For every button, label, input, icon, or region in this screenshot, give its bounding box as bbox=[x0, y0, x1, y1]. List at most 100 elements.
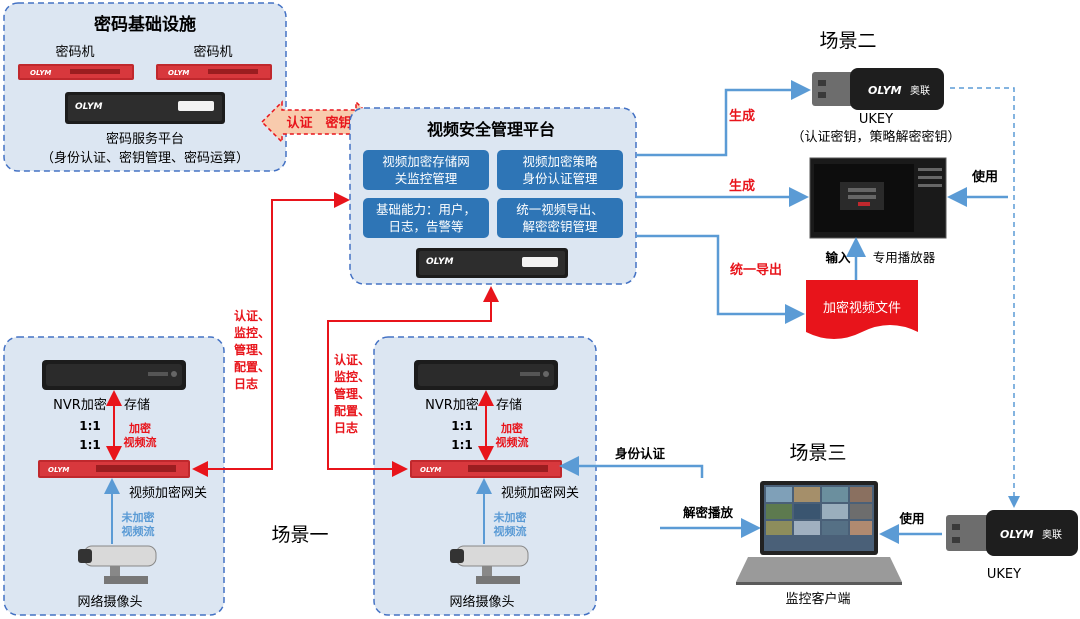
scene1-nvr-label: NVR加密 bbox=[53, 397, 107, 413]
platform-server-icon: OLYM bbox=[416, 248, 568, 278]
function-box-basic-line1: 基础能力：用户， bbox=[376, 202, 476, 217]
scene1-gateway-label: 视频加密网关 bbox=[129, 485, 207, 501]
arrow-generate-ukey bbox=[636, 80, 811, 157]
video-platform-title: 视频安全管理平台 bbox=[427, 120, 555, 139]
crypto-machine-right-icon: OLYM bbox=[156, 64, 272, 80]
encrypted-file-label: 加密视频文件 bbox=[823, 300, 901, 316]
block2-mgmt-4: 日志 bbox=[334, 420, 358, 435]
scene1-label: 场景一 bbox=[271, 524, 328, 546]
generate-label-1: 生成 bbox=[729, 108, 755, 124]
block2-enc-stream-1: 加密 bbox=[500, 421, 523, 435]
function-box-export-keys-line1: 统一视频导出、 bbox=[516, 202, 604, 217]
ukey-bottom-brand: OLYM bbox=[1000, 528, 1034, 541]
function-box-basic-line2: 日志，告警等 bbox=[388, 219, 463, 234]
brand-logo-platform: OLYM bbox=[426, 257, 454, 267]
generate-label-2: 生成 bbox=[729, 178, 755, 194]
scene1-mgmt-4: 日志 bbox=[234, 376, 258, 391]
dashed-ukey-link bbox=[950, 87, 1020, 508]
block2-plain-stream-2: 视频流 bbox=[494, 524, 527, 538]
arrow-auth-client-gateway bbox=[559, 456, 704, 478]
function-box-export-keys-line2: 解密密钥管理 bbox=[522, 219, 598, 234]
crypto-service-server-icon: OLYM bbox=[65, 92, 225, 124]
block2-ratio-1: 1:1 bbox=[451, 419, 473, 433]
ukey-icon-top: OLYM 奥联 bbox=[812, 68, 944, 110]
function-box-policy-auth-line1: 视频加密策略 bbox=[522, 154, 598, 169]
scene1-mgmt-0: 认证、 bbox=[234, 308, 270, 323]
auth-key-label: 认证 密钥 bbox=[286, 115, 351, 131]
infra-title: 密码基础设施 bbox=[94, 14, 196, 35]
crypto-machine-left-icon: OLYM bbox=[18, 64, 134, 80]
scene1-ratio-1: 1:1 bbox=[79, 419, 101, 433]
function-box-policy-auth-line2: 身份认证管理 bbox=[522, 171, 598, 186]
scene1-mgmt-text: 认证、 监控、 管理、 配置、 日志 bbox=[234, 308, 270, 391]
player-screen-icon bbox=[809, 157, 947, 239]
scene1-plain-stream-1: 未加密 bbox=[121, 510, 155, 524]
scene1-mgmt-3: 配置、 bbox=[234, 359, 270, 374]
svg-text:OLYM: OLYM bbox=[168, 69, 189, 77]
scene1-mgmt-1: 监控、 bbox=[234, 325, 270, 340]
function-box-gateway-monitor-line1: 视频加密存储网 bbox=[382, 154, 470, 169]
laptop-icon bbox=[736, 481, 902, 585]
client-label: 监控客户端 bbox=[785, 591, 850, 607]
scene3-label: 场景三 bbox=[789, 442, 846, 464]
use-label-top: 使用 bbox=[971, 169, 998, 185]
ukey-top-name: UKEY bbox=[859, 112, 893, 127]
mgmt-arrow-block2 bbox=[327, 286, 499, 477]
function-box-gateway-monitor-line2: 关监控管理 bbox=[395, 171, 458, 186]
block2-nvr-label: NVR加密 bbox=[425, 397, 479, 413]
block2-mgmt-2: 管理、 bbox=[334, 386, 370, 401]
infra-panel bbox=[3, 2, 287, 172]
input-label: 输入 bbox=[825, 250, 851, 265]
gateway-icon-scene1: OLYM bbox=[38, 460, 190, 478]
scene1-enc-stream-2: 视频流 bbox=[124, 435, 157, 449]
scene1-mgmt-2: 管理、 bbox=[234, 342, 270, 357]
scene1-ratio-2: 1:1 bbox=[79, 438, 101, 452]
crypto-machine-right-label: 密码机 bbox=[193, 44, 232, 60]
ukey-top-desc: （认证密钥，策略解密密钥） bbox=[791, 129, 960, 145]
use-label-bottom: 使用 bbox=[898, 511, 924, 526]
scene2-label: 场景二 bbox=[819, 30, 876, 52]
crypto-platform-label: 密码服务平台 bbox=[106, 131, 184, 147]
function-box-policy-auth bbox=[497, 150, 623, 190]
gateway-icon-block2: OLYM bbox=[410, 460, 562, 478]
block2-ratio-2: 1:1 bbox=[451, 438, 473, 452]
player-label: 专用播放器 bbox=[873, 250, 936, 265]
block2-mgmt-1: 监控、 bbox=[334, 369, 370, 384]
function-box-gateway-monitor bbox=[363, 150, 489, 190]
svg-text:OLYM: OLYM bbox=[48, 466, 69, 474]
ukey-top-brand: OLYM bbox=[868, 84, 902, 97]
block2-mgmt-text: 认证、 监控、 管理、 配置、 日志 bbox=[334, 352, 370, 435]
function-box-basic bbox=[363, 198, 489, 238]
svg-text:OLYM: OLYM bbox=[30, 69, 51, 77]
scene1-enc-stream-1: 加密 bbox=[128, 421, 151, 435]
ukey-bottom-name: UKEY bbox=[987, 567, 1021, 582]
ukey-bottom-brand-cn: 奥联 bbox=[1042, 528, 1062, 541]
crypto-machine-left-label: 密码机 bbox=[55, 44, 94, 60]
auth-label: 身份认证 bbox=[615, 446, 666, 461]
block2-mgmt-3: 配置、 bbox=[334, 403, 370, 418]
nvr-icon-scene1 bbox=[42, 360, 186, 390]
function-box-export-keys bbox=[497, 198, 623, 238]
arrow-export-file bbox=[636, 234, 805, 324]
svg-text:OLYM: OLYM bbox=[420, 466, 441, 474]
mgmt-arrow-scene1 bbox=[192, 192, 350, 477]
block2-mgmt-0: 认证、 bbox=[334, 352, 370, 367]
scene1-camera-label: 网络摄像头 bbox=[77, 594, 142, 610]
encrypted-file-icon bbox=[806, 280, 918, 339]
scene1-storage-label: 存储 bbox=[124, 398, 150, 413]
camera-icon-block2 bbox=[450, 545, 529, 584]
camera-icon-scene1 bbox=[78, 545, 157, 584]
crypto-platform-desc: （身份认证、密钥管理、密码运算） bbox=[41, 150, 249, 166]
nvr-icon-block2 bbox=[414, 360, 558, 390]
export-label: 统一导出 bbox=[730, 262, 782, 278]
block2-camera-label: 网络摄像头 bbox=[449, 594, 514, 610]
block2-storage-label: 存储 bbox=[496, 398, 522, 413]
block2-enc-stream-2: 视频流 bbox=[496, 435, 529, 449]
scene1-plain-stream-2: 视频流 bbox=[122, 524, 155, 538]
block2-gateway-label: 视频加密网关 bbox=[501, 485, 579, 501]
decrypt-label: 解密播放 bbox=[683, 505, 734, 520]
auth-key-double-arrow: 认证 密钥 bbox=[260, 100, 378, 144]
block2-plain-stream-1: 未加密 bbox=[493, 510, 527, 524]
brand-logo-infra: OLYM bbox=[75, 102, 103, 112]
